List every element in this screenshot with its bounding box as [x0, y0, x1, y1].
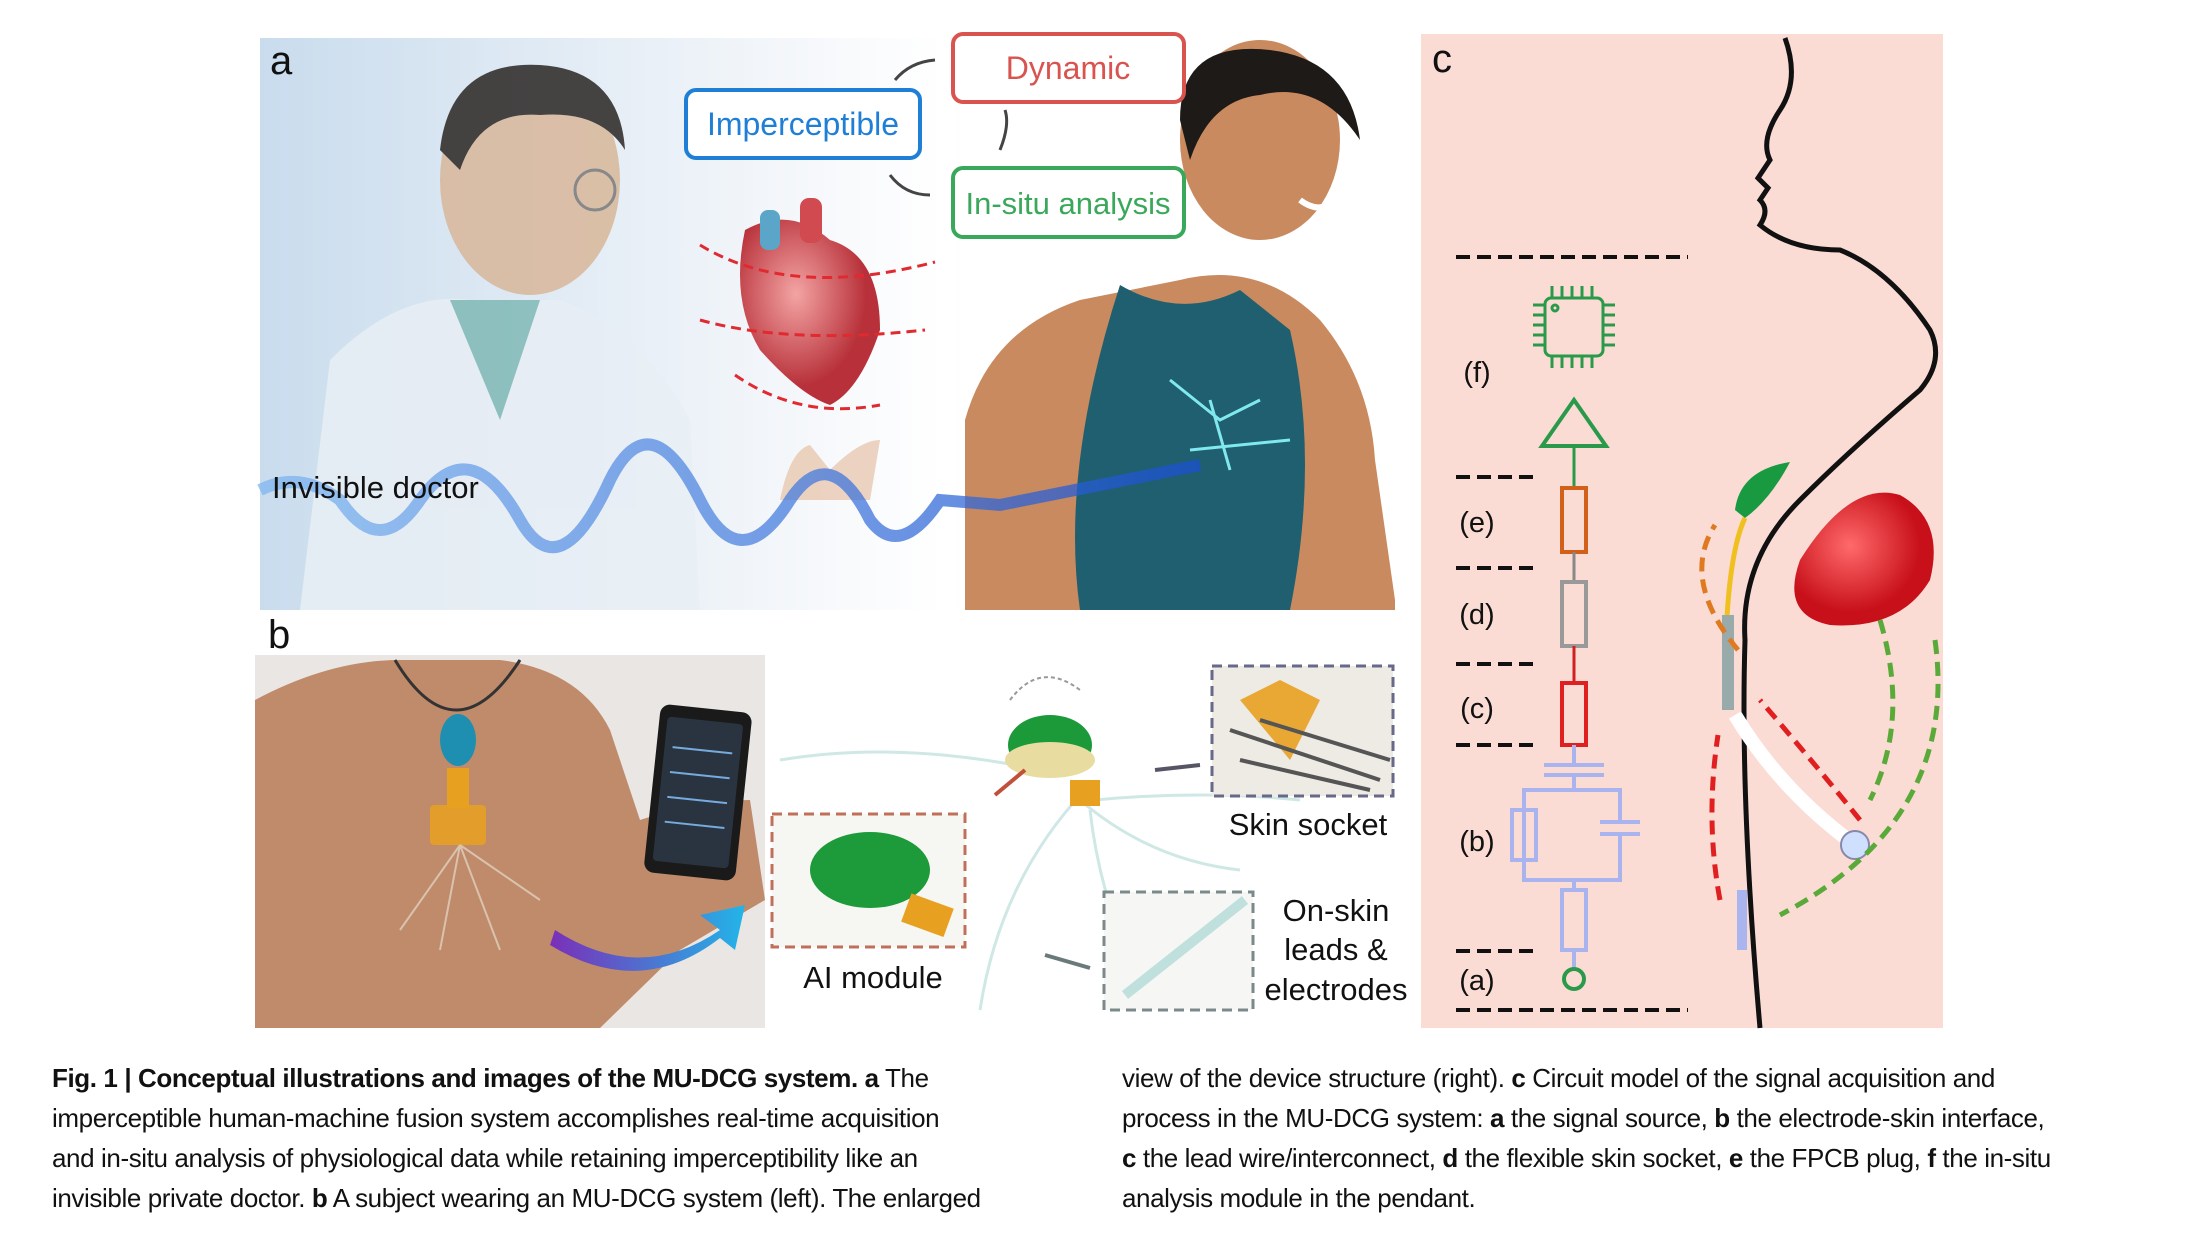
arrow-icon	[1044, 953, 1091, 970]
stage-label-d: (d)	[1459, 599, 1494, 631]
on-skin-label-1: On-skin	[1283, 893, 1390, 928]
caption-segment: imperceptible human-machine fusion syste…	[52, 1103, 940, 1133]
on-skin-label-2: leads &	[1284, 932, 1388, 967]
caption-segment: c	[1122, 1143, 1137, 1173]
signal-wave	[257, 438, 1202, 554]
caption-segment: the in-situ	[1935, 1143, 2051, 1173]
stage-dividers	[1456, 255, 1688, 1012]
on-skin-label-3: electrodes	[1264, 972, 1407, 1007]
caption-segment: the lead wire/interconnect,	[1136, 1143, 1443, 1173]
arrow-icon	[550, 905, 745, 971]
panel-b: b AI module	[255, 613, 1408, 1028]
imperceptible-label: Imperceptible	[707, 106, 899, 142]
caption-segment: d	[1442, 1143, 1458, 1173]
caption-segment: b	[1714, 1103, 1730, 1133]
dynamic-box	[951, 32, 1186, 104]
caption-line: Fig. 1 | Conceptual illustrations and im…	[52, 1058, 981, 1098]
electrode-skin-interface-circuit	[1510, 745, 1640, 968]
caption-segment: A subject wearing an MU-DCG system (left…	[327, 1183, 981, 1213]
caption-line: analysis module in the pendant.	[1122, 1178, 2051, 1218]
caption-segment: and in-situ analysis of physiological da…	[52, 1143, 918, 1173]
chip-icon	[1533, 286, 1615, 368]
panel-c: c	[1421, 34, 1943, 1029]
caption-segment: the flexible skin socket,	[1457, 1143, 1729, 1173]
arrow-icon	[1154, 763, 1201, 772]
caption-segment: process in the MU-DCG system:	[1122, 1103, 1490, 1133]
stage-label-e: (e)	[1459, 507, 1494, 539]
panel-b-label: b	[268, 613, 290, 657]
skin-socket-label: Skin socket	[1229, 807, 1388, 842]
stage-label-a: (a)	[1459, 965, 1494, 997]
in-situ-box	[951, 166, 1186, 239]
caption-line: invisible private doctor. b A subject we…	[52, 1178, 981, 1218]
caption-segment: f	[1927, 1143, 1936, 1173]
caption-line: and in-situ analysis of physiological da…	[52, 1138, 981, 1178]
imperceptible-box	[684, 88, 922, 160]
runner-illustration	[960, 38, 1400, 610]
stage-label-f: (f)	[1463, 357, 1490, 389]
caption-segment: view of the device structure (right).	[1122, 1063, 1512, 1093]
arrow-icon	[993, 768, 1027, 797]
signal-path-arrows	[1699, 523, 1941, 918]
caption-segment: the FPCB plug,	[1742, 1143, 1928, 1173]
caption-segment: analysis module in the pendant.	[1122, 1183, 1476, 1213]
stage-label-b: (b)	[1459, 826, 1494, 858]
in-situ-label: In-situ analysis	[965, 186, 1170, 221]
doctor-illustration	[300, 64, 700, 610]
caption-segment: invisible private doctor.	[52, 1183, 312, 1213]
heart-illustration	[699, 198, 936, 411]
caption-right-column: view of the device structure (right). c …	[1122, 1058, 2051, 1218]
arrow-icon	[998, 109, 1009, 151]
caption-line: view of the device structure (right). c …	[1122, 1058, 2051, 1098]
arrows-cycle	[888, 58, 1009, 197]
signal-source-icon	[1562, 967, 1586, 991]
caption-segment: e	[1728, 1143, 1743, 1173]
caption-segment: Fig. 1 | Conceptual illustrations and im…	[52, 1063, 879, 1093]
arrow-icon	[893, 58, 936, 81]
ai-module-label: AI module	[803, 960, 943, 995]
caption-line: c the lead wire/interconnect, d the flex…	[1122, 1138, 2051, 1178]
panel-a: Imperceptible Dynamic In-situ analysis I…	[257, 32, 1400, 610]
smartphone	[644, 704, 752, 881]
caption-left-column: Fig. 1 | Conceptual illustrations and im…	[52, 1058, 981, 1218]
body-silhouette	[1741, 37, 1939, 1029]
caption-segment: The	[878, 1063, 929, 1093]
panel-c-label: c	[1432, 37, 1452, 81]
caption-segment: c	[1511, 1063, 1526, 1093]
caption-line: process in the MU-DCG system: a the sign…	[1122, 1098, 2051, 1138]
dynamic-label: Dynamic	[1006, 50, 1130, 86]
caption-segment: b	[311, 1183, 328, 1213]
heart-icon	[1794, 492, 1934, 626]
invisible-doctor-label: Invisible doctor	[272, 470, 479, 505]
caption-segment: the electrode-skin interface,	[1729, 1103, 2045, 1133]
caption-line: imperceptible human-machine fusion syste…	[52, 1098, 981, 1138]
arrow-icon	[888, 174, 931, 197]
ai-module-board	[810, 832, 930, 908]
panel-a-label: a	[270, 39, 293, 83]
caption-segment: a	[1489, 1103, 1505, 1133]
pendant-icon	[1735, 462, 1790, 518]
caption-segment: Circuit model of the signal acquisition …	[1525, 1063, 1995, 1093]
caption-segment: the signal source,	[1504, 1103, 1715, 1133]
stage-label-c: (c)	[1460, 693, 1494, 725]
